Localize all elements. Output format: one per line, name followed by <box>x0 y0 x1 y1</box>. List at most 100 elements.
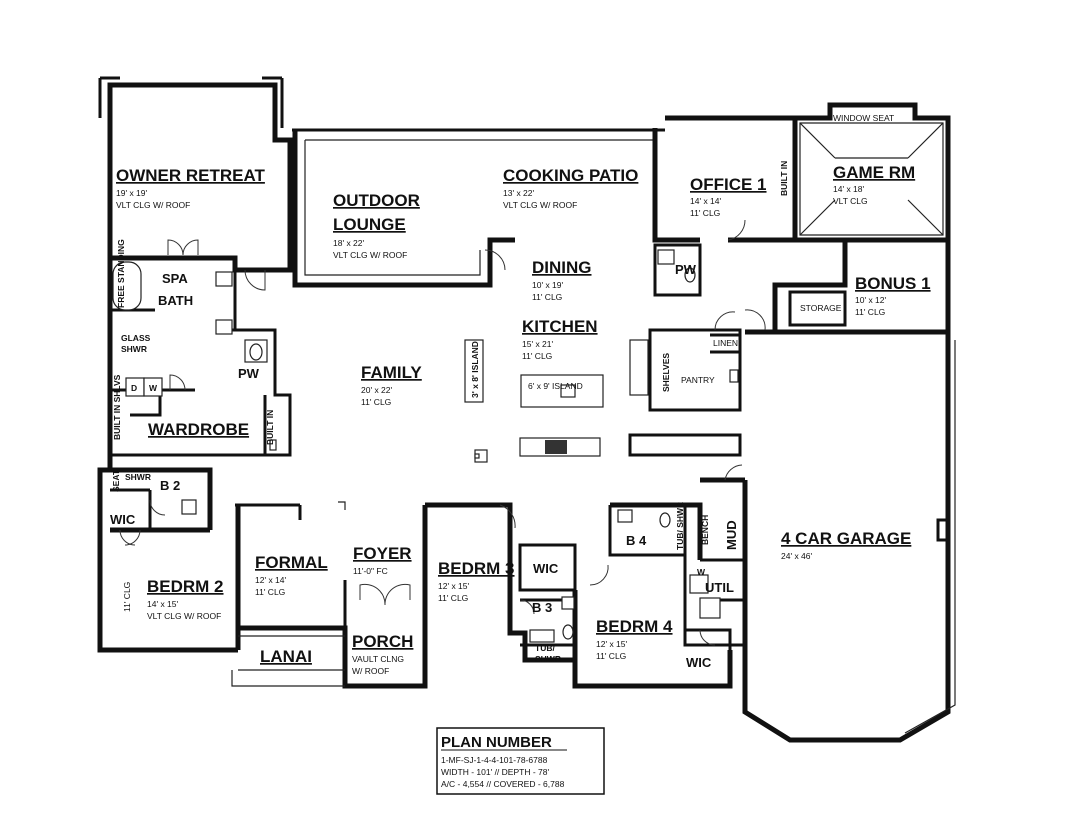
glass-shower-label-line-1: GLASS <box>121 333 151 343</box>
room-name: PW <box>238 366 260 381</box>
room-name: BEDRM 4 <box>596 617 673 636</box>
room-name: B 2 <box>160 478 180 493</box>
room-garage: 4 CAR GARAGE 24' x 46' <box>781 529 911 561</box>
room-dimensions: 24' x 46' <box>781 551 813 561</box>
wic-label: WIC <box>533 561 559 576</box>
room-name-line-2: LOUNGE <box>333 215 406 234</box>
room-name: PW <box>675 262 697 277</box>
room-dimensions: 12' x 15' <box>438 581 470 591</box>
room-ceiling-note: 11' CLG <box>522 351 552 361</box>
dryer-label: D <box>131 383 137 393</box>
plan-number-size: WIDTH - 101' // DEPTH - 78' <box>441 767 549 777</box>
room-ceiling-note: 11' CLG <box>596 651 626 661</box>
room-bedrm-3: BEDRM 3 12' x 15' 11' CLG <box>438 559 515 603</box>
wic-label: WIC <box>110 512 136 527</box>
room-name: FORMAL <box>255 553 328 572</box>
room-name: WARDROBE <box>148 420 249 439</box>
window-seat-label: WINDOW SEAT <box>833 113 894 123</box>
built-in-shelves-label: BUILT IN SHLVS <box>112 374 122 440</box>
linen-label: LINEN <box>713 338 738 348</box>
room-ceiling-note: VLT CLG W/ ROOF <box>333 250 407 260</box>
pantry-label: PANTRY <box>681 375 715 385</box>
room-name: DINING <box>532 258 592 277</box>
room-outdoor-lounge: OUTDOOR LOUNGE 18' x 22' VLT CLG W/ ROOF <box>333 191 420 260</box>
washer-label: W <box>149 383 158 393</box>
room-ceiling-note: 11' CLG <box>855 307 885 317</box>
room-dimensions: 10' x 12' <box>855 295 887 305</box>
glass-shower-label-line-2: SHWR <box>121 344 147 354</box>
room-ceiling-note: VLT CLG W/ ROOF <box>147 611 221 621</box>
room-pw-dining: PW <box>675 262 697 277</box>
built-in-label: BUILT IN <box>779 161 789 196</box>
plan-number-code: 1-MF-SJ-1-4-4-101-78-6788 <box>441 755 548 765</box>
room-bedrm-2: BEDRM 2 14' x 15' VLT CLG W/ ROOF 11' CL… <box>122 577 224 621</box>
room-porch: PORCH VAULT CLNG W/ ROOF <box>352 632 413 676</box>
room-office-1: OFFICE 1 14' x 14' 11' CLG BUILT IN <box>690 161 789 218</box>
shelves-label: SHELVES <box>661 353 671 392</box>
room-dimensions: 14' x 15' <box>147 599 179 609</box>
plan-number-title: PLAN NUMBER <box>441 734 552 751</box>
room-bedrm-4: BEDRM 4 12' x 15' 11' CLG WIC <box>596 617 712 670</box>
room-dimensions: 15' x 21' <box>522 339 554 349</box>
main-island-label: 6' x 9' ISLAND <box>528 381 583 391</box>
room-dimensions: 10' x 19' <box>532 280 564 290</box>
room-kitchen: KITCHEN 15' x 21' 11' CLG 6' x 9' ISLAND… <box>470 317 738 398</box>
room-spa-bath: SPA BATH FREE STANDING GLASS SHWR <box>116 239 193 354</box>
room-name: COOKING PATIO <box>503 166 638 185</box>
room-name: FOYER <box>353 544 412 563</box>
small-island-label: 3' x 8' ISLAND <box>470 341 480 398</box>
room-ceiling-note-line-2: W/ ROOF <box>352 666 389 676</box>
room-name: FAMILY <box>361 363 422 382</box>
room-dining: DINING 10' x 19' 11' CLG <box>532 258 592 302</box>
room-name: B 4 <box>626 533 647 548</box>
wic-label: WIC <box>686 655 712 670</box>
room-lanai: LANAI <box>260 647 312 666</box>
built-in-label: BUILT IN <box>265 410 275 445</box>
exterior-walls <box>97 76 956 743</box>
room-dimensions: 12' x 15' <box>596 639 628 649</box>
room-ceiling-note: VLT CLG W/ ROOF <box>116 200 190 210</box>
room-name: GAME RM <box>833 163 915 182</box>
room-ceiling-note: 11' CLG <box>532 292 562 302</box>
fixtures <box>112 249 739 643</box>
room-name: BONUS 1 <box>855 274 931 293</box>
room-dimensions: 18' x 22' <box>333 238 365 248</box>
room-name-line-1: SPA <box>162 271 188 286</box>
room-b4: B 4 TUB/ SHWR BENCH MUD UTIL W <box>626 502 739 595</box>
room-name: 4 CAR GARAGE <box>781 529 911 548</box>
room-family: FAMILY 20' x 22' 11' CLG <box>361 363 422 407</box>
room-name: KITCHEN <box>522 317 598 336</box>
room-name: B 3 <box>532 600 552 615</box>
room-name-line-1: OUTDOOR <box>333 191 420 210</box>
room-ceiling-note: 11' CLG <box>255 587 285 597</box>
room-dimensions: 13' x 22' <box>503 188 535 198</box>
room-ceiling-note: VLT CLG <box>833 196 868 206</box>
seat-label: SEAT <box>111 469 121 492</box>
shower-label: SHWR <box>125 472 151 482</box>
room-name: PORCH <box>352 632 413 651</box>
room-pantry: SHELVES PANTRY <box>661 353 715 392</box>
room-dimensions: 14' x 14' <box>690 196 722 206</box>
room-name: OFFICE 1 <box>690 175 767 194</box>
room-dimensions: 19' x 19' <box>116 188 148 198</box>
room-ceiling-note: 11' CLG <box>690 208 720 218</box>
room-ceiling-note: VLT CLG W/ ROOF <box>503 200 577 210</box>
storage-label: STORAGE <box>800 303 842 313</box>
room-foyer: FOYER 11'-0" FC <box>353 544 412 576</box>
room-cooking-patio: COOKING PATIO 13' x 22' VLT CLG W/ ROOF <box>503 166 638 210</box>
room-name: LANAI <box>260 647 312 666</box>
tub-shower-label-line-1: TUB/ <box>535 643 555 653</box>
room-dimensions: 12' x 14' <box>255 575 287 585</box>
room-b3: WIC B 3 TUB/ SHWR <box>532 561 561 664</box>
room-pw-owner: PW <box>238 366 260 381</box>
room-dimensions: 11'-0" FC <box>353 566 388 576</box>
room-bonus-1: BONUS 1 10' x 12' 11' CLG STORAGE <box>800 274 931 317</box>
room-name-line-2: BATH <box>158 293 193 308</box>
room-ceiling-note: 11' CLG <box>438 593 468 603</box>
side-ceiling-note: 11' CLG <box>122 582 132 612</box>
room-owner-retreat: OWNER RETREAT 19' x 19' VLT CLG W/ ROOF <box>116 166 266 210</box>
door-swings <box>119 219 766 646</box>
room-ceiling-note-line-1: VAULT CLNG <box>352 654 404 664</box>
free-standing-tub-label: FREE STANDING <box>116 239 126 308</box>
room-name: BEDRM 3 <box>438 559 515 578</box>
